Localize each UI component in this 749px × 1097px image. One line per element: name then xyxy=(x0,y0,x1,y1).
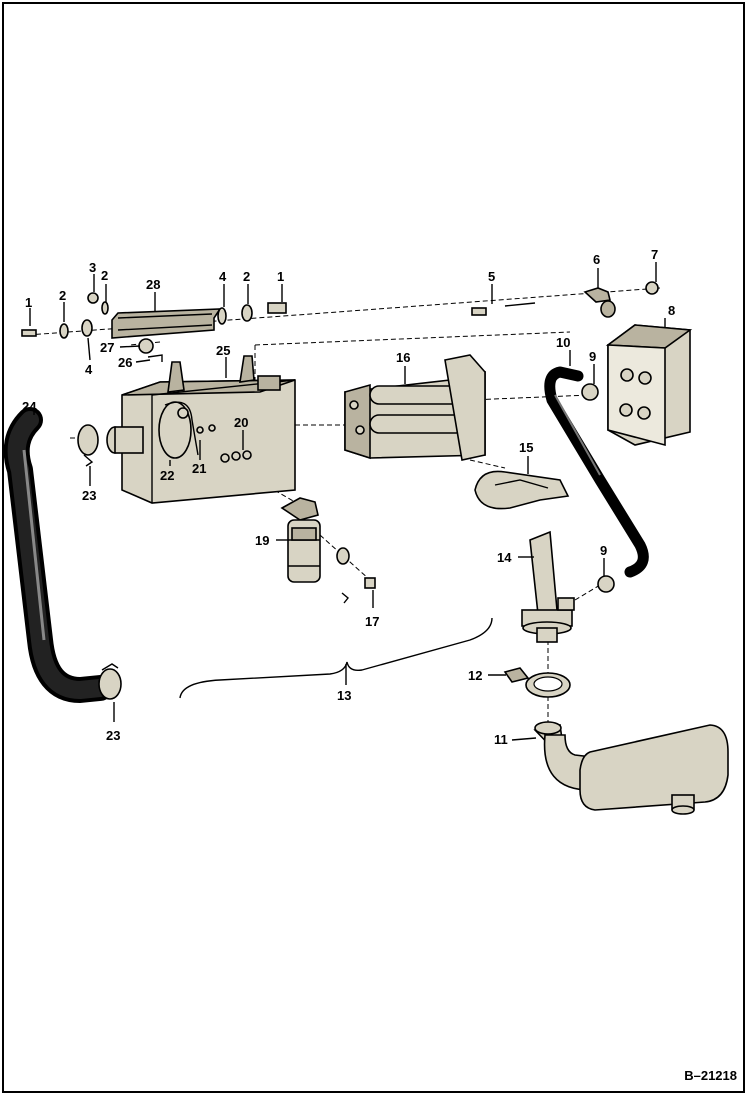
callout-labels: 1 2 3 2 4 28 4 2 1 27 26 25 24 23 22 21 … xyxy=(22,247,675,747)
callout-20: 20 xyxy=(234,415,248,430)
callout-9-upper: 9 xyxy=(589,349,596,364)
callout-19: 19 xyxy=(255,533,269,548)
callout-5: 5 xyxy=(488,269,495,284)
hardware-right-top xyxy=(217,281,659,325)
assembly-lines xyxy=(27,287,661,725)
callout-2-upper: 2 xyxy=(101,268,108,283)
callout-26: 26 xyxy=(118,355,132,370)
callout-13: 13 xyxy=(337,688,351,703)
callout-2-left: 2 xyxy=(59,288,66,303)
callout-28: 28 xyxy=(146,277,160,292)
callout-9-lower: 9 xyxy=(600,543,607,558)
radiator-strip-28 xyxy=(111,308,222,339)
callout-24: 24 xyxy=(22,399,37,414)
callout-2-mid: 2 xyxy=(243,269,250,284)
callout-12: 12 xyxy=(468,668,482,683)
muffler-bracket-15 xyxy=(474,470,570,510)
heater-hose-10 xyxy=(544,366,649,593)
callout-8: 8 xyxy=(668,303,675,318)
callout-27: 27 xyxy=(100,340,114,355)
callout-7: 7 xyxy=(651,247,658,262)
heater-core-16 xyxy=(344,354,486,461)
callout-6: 6 xyxy=(593,252,600,267)
leader-lines xyxy=(29,262,666,741)
muffler-11 xyxy=(533,721,729,815)
filter-19 xyxy=(280,497,376,604)
callout-25: 25 xyxy=(216,343,230,358)
group-brace-13 xyxy=(179,617,493,699)
callout-22: 22 xyxy=(160,468,174,483)
callout-15: 15 xyxy=(519,440,533,455)
hose-clamp-23-bottom xyxy=(98,663,122,700)
callout-4-left: 4 xyxy=(85,362,93,377)
callout-23-top: 23 xyxy=(82,488,96,503)
radiator-hose-24 xyxy=(3,407,113,703)
callout-16: 16 xyxy=(396,350,410,365)
callout-14: 14 xyxy=(497,550,512,565)
exhaust-clamp-12 xyxy=(503,667,571,698)
callout-17: 17 xyxy=(365,614,379,629)
hardware-left xyxy=(21,292,163,362)
callout-1-mid: 1 xyxy=(277,269,284,284)
exhaust-stack-14 xyxy=(521,530,575,643)
valve-block-8 xyxy=(605,324,693,447)
callout-4-mid: 4 xyxy=(219,269,227,284)
callout-23-bottom: 23 xyxy=(106,728,120,743)
callout-1-left: 1 xyxy=(25,295,32,310)
figure-id: B–21218 xyxy=(684,1068,737,1083)
hose-clamp-23-top xyxy=(77,424,99,467)
callout-3: 3 xyxy=(89,260,96,275)
callout-11: 11 xyxy=(494,732,508,747)
callout-21: 21 xyxy=(192,461,206,476)
tank-assembly xyxy=(106,355,296,504)
callout-10: 10 xyxy=(556,335,570,350)
